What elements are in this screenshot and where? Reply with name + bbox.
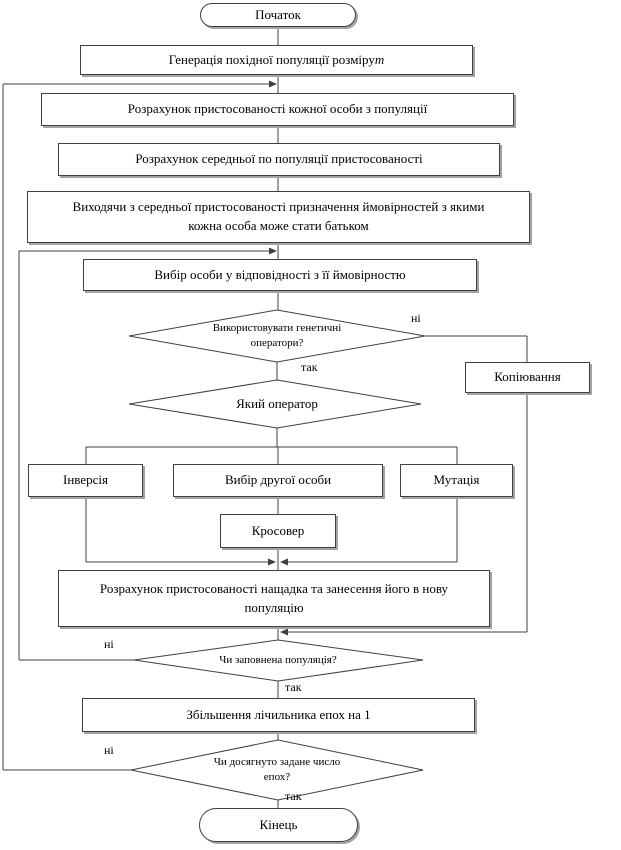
start-label: Початок [255,6,301,22]
edge-label-no-use-operators: ні [411,311,421,325]
edge-label-no-population-filled: ні [104,637,114,651]
crossover-label: Кросовер [251,522,305,538]
process-copying: Копіювання [465,362,590,393]
edge-label-yes-epochs-reached: так [285,789,302,803]
process-inversion: Інверсія [28,464,143,497]
fitness-each-label: Розрахунок пристосованості кожної особи … [127,101,428,117]
decision-which-operator-shape [128,379,422,429]
edge-label-no-epochs-reached: ні [104,743,114,757]
decision-epochs-reached-shape [130,739,424,801]
process-select-second-individual: Вибір другої особи [173,464,383,497]
mutation-label: Мутація [433,472,480,488]
increment-epoch-label: Збільшення лічильника епох на 1 [186,706,371,722]
process-crossover: Кросовер [220,514,336,548]
copying-label: Копіювання [494,369,561,385]
inversion-label: Інверсія [63,472,108,488]
select-individual-label: Вибір особи у відповідності з її ймовірн… [154,266,406,282]
process-select-individual: Вибір особи у відповідності з її ймовірн… [83,259,477,291]
arrow-epoch-loop-join [269,80,277,88]
arrow-copy-return [280,628,288,636]
fitness-average-label: Розрахунок середньої по популяції присто… [135,151,423,167]
process-generate-population: Генерація похідної популяції розміру m [80,45,473,75]
process-fitness-average: Розрахунок середньої по популяції присто… [58,143,500,176]
edge-label-yes-use-operators: так [301,360,318,374]
end-terminator: Кінець [199,808,358,842]
process-mutation: Мутація [400,464,513,497]
generate-population-label: Генерація похідної популяції розміру [168,51,375,67]
decision-use-genetic-operators-shape [128,309,426,363]
decision-population-filled-shape [133,639,424,682]
offspring-fitness-label: Розрахунок пристосованості нащадка та за… [99,580,449,615]
assign-probabilities-label: Виходячи з середньої пристосованості при… [72,199,485,233]
arrowheads [268,80,288,636]
edge-label-yes-population-filled: так [285,680,302,694]
arrow-inversion-merge [268,558,276,566]
process-fitness-each: Розрахунок пристосованості кожної особи … [41,93,514,126]
process-increment-epoch: Збільшення лічильника епох на 1 [82,698,475,732]
arrow-population-loop-join [269,247,277,255]
end-label: Кінець [259,816,298,832]
process-assign-probabilities: Виходячи з середньої пристосованості при… [27,191,530,243]
population-size-variable: m [374,51,385,67]
process-offspring-fitness: Розрахунок пристосованості нащадка та за… [58,570,490,627]
start-terminator: Початок [200,3,356,27]
arrow-mutation-merge [280,558,288,566]
connector-lines [2,27,528,808]
select-second-individual-label: Вибір другої особи [224,472,332,488]
